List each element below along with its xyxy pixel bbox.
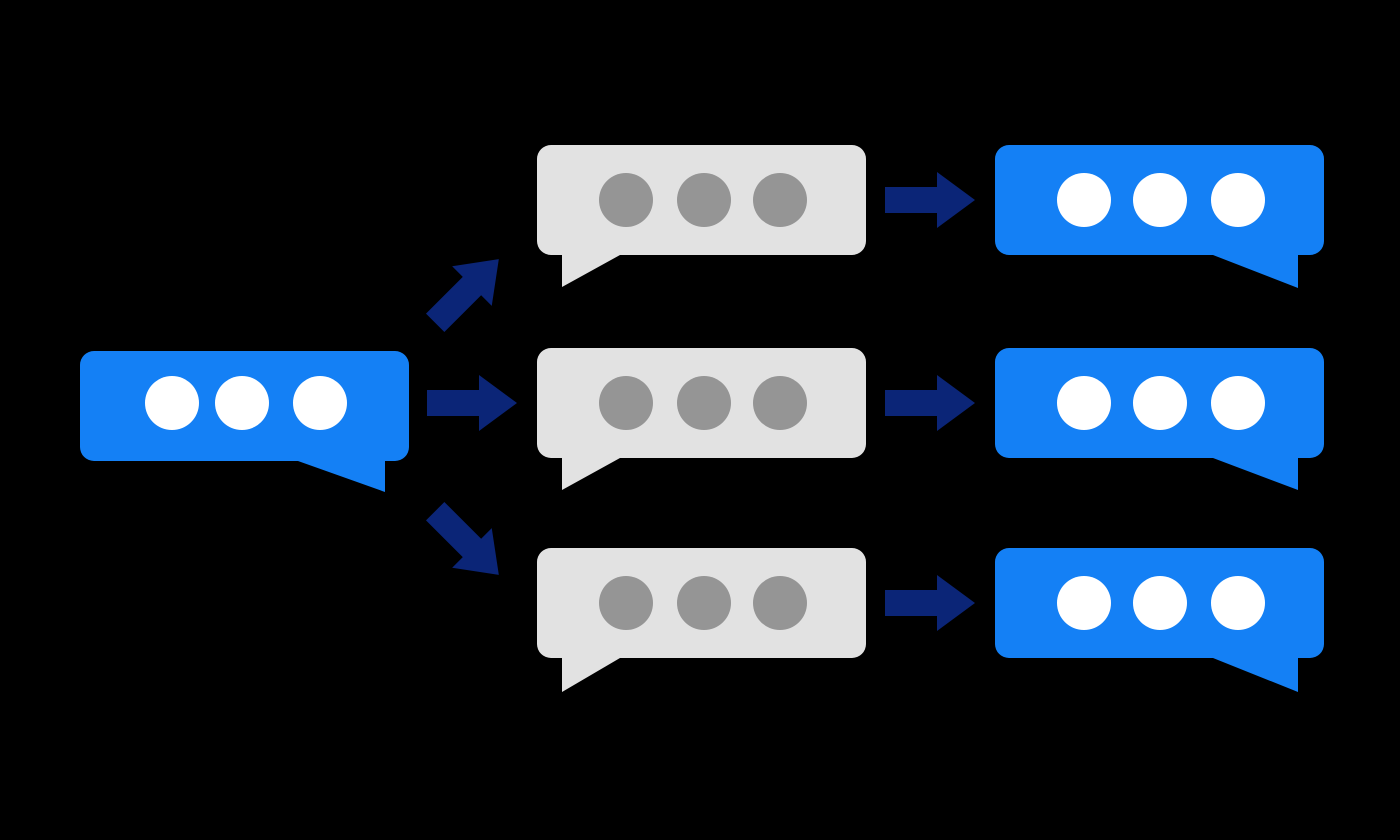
message-dot-icon xyxy=(1133,576,1187,630)
arrow-icon xyxy=(425,501,499,575)
message-dot-icon xyxy=(677,576,731,630)
message-dot-icon xyxy=(677,173,731,227)
arrow-icon xyxy=(885,375,975,431)
message-dot-icon xyxy=(599,576,653,630)
message-dot-icon xyxy=(1133,376,1187,430)
message-dot-icon xyxy=(1133,173,1187,227)
intermediate-message-bubble-2[interactable] xyxy=(437,338,966,510)
arrow-icon xyxy=(425,259,499,333)
message-dot-icon xyxy=(1057,173,1111,227)
message-dot-icon xyxy=(753,376,807,430)
message-dot-icon xyxy=(145,376,199,430)
arrow-icon xyxy=(885,172,975,228)
message-dot-icon xyxy=(1057,376,1111,430)
source-message-bubble[interactable] xyxy=(0,341,509,512)
message-dot-icon xyxy=(1211,173,1265,227)
message-dot-icon xyxy=(753,173,807,227)
message-dot-icon xyxy=(1211,376,1265,430)
message-dot-icon xyxy=(753,576,807,630)
intermediate-message-bubble-3[interactable] xyxy=(437,538,966,712)
arrow-icon xyxy=(427,375,517,431)
output-message-bubble-3[interactable] xyxy=(895,538,1400,712)
message-dot-icon xyxy=(1211,576,1265,630)
arrow-intermediate-2-to-output-2 xyxy=(885,375,975,431)
message-dot-icon xyxy=(677,376,731,430)
intermediate-message-bubble-1[interactable] xyxy=(437,135,966,307)
message-dot-icon xyxy=(215,376,269,430)
message-dot-icon xyxy=(599,376,653,430)
arrow-icon xyxy=(885,575,975,631)
output-message-bubble-1[interactable] xyxy=(895,135,1400,308)
message-dot-icon xyxy=(293,376,347,430)
arrow-source-to-intermediate-1 xyxy=(424,248,510,334)
arrow-intermediate-1-to-output-1 xyxy=(885,172,975,228)
output-message-bubble-2[interactable] xyxy=(895,338,1400,510)
arrow-source-to-intermediate-2 xyxy=(427,375,517,431)
message-dot-icon xyxy=(1057,576,1111,630)
message-dot-icon xyxy=(599,173,653,227)
arrow-intermediate-3-to-output-3 xyxy=(885,575,975,631)
arrow-source-to-intermediate-3 xyxy=(424,500,510,586)
